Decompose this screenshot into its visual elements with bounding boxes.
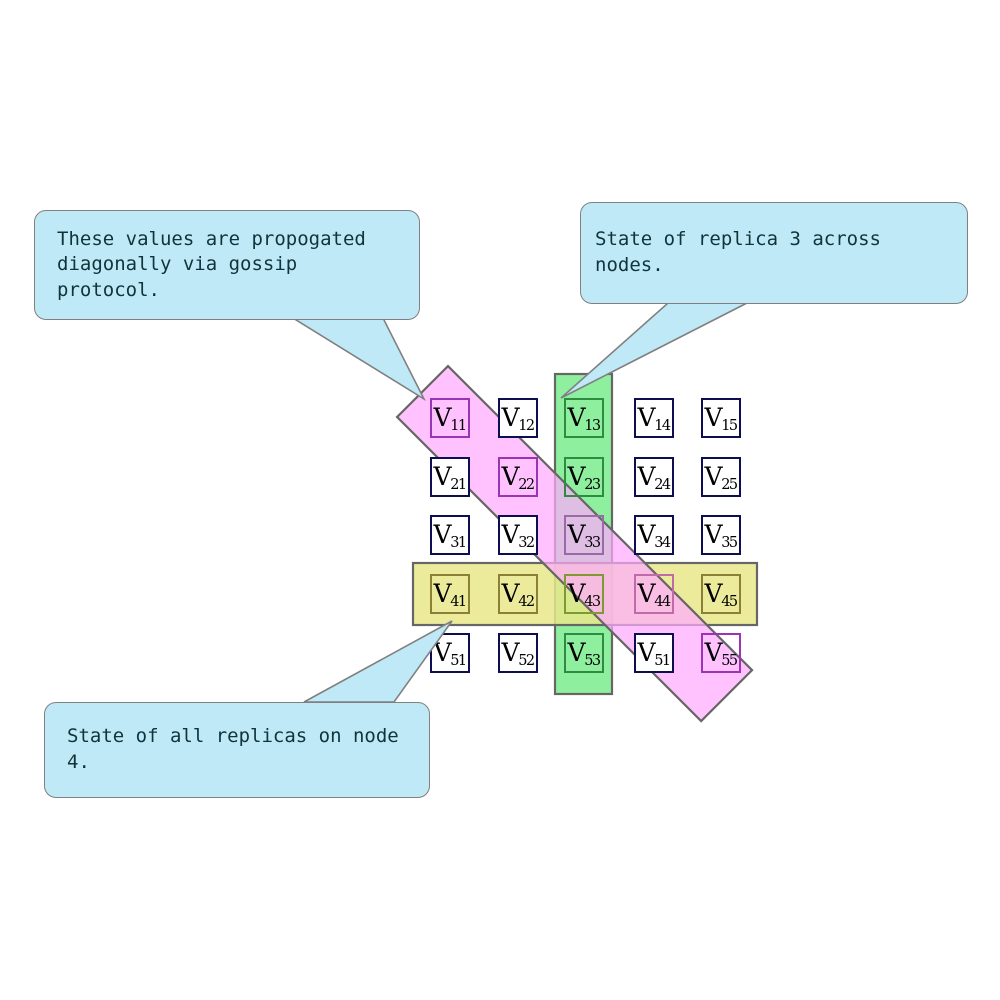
- cell-label: V44: [637, 578, 671, 611]
- cell-label: V43: [567, 578, 601, 611]
- cell-v25[interactable]: V25: [701, 457, 741, 497]
- cell-label: V32: [501, 519, 535, 552]
- cell-v45[interactable]: V45: [701, 574, 741, 614]
- cell-v21[interactable]: V21: [430, 457, 470, 497]
- cell-label: V23: [567, 461, 601, 494]
- cell-label: V14: [637, 402, 671, 435]
- cell-v41[interactable]: V41: [430, 574, 470, 614]
- callout-text: State of replica 3 across nodes.: [595, 228, 881, 276]
- cell-v35[interactable]: V35: [701, 515, 741, 555]
- callout-text: These values are propogated diagonally v…: [57, 227, 366, 301]
- cell-v42[interactable]: V42: [498, 574, 538, 614]
- cell-label: V42: [501, 578, 535, 611]
- cell-label: V52: [501, 637, 535, 670]
- cell-label: V24: [637, 461, 671, 494]
- cell-label: V45: [704, 578, 738, 611]
- cell-v23[interactable]: V23: [564, 457, 604, 497]
- cell-v11[interactable]: V11: [430, 398, 470, 438]
- cell-label: V15: [704, 402, 738, 435]
- cell-v55[interactable]: V55: [701, 633, 741, 673]
- callout-node-4[interactable]: State of all replicas on node 4.: [44, 702, 430, 798]
- cell-label: V11: [433, 402, 467, 435]
- cell-v44[interactable]: V44: [634, 574, 674, 614]
- cell-label: V55: [704, 637, 738, 670]
- cell-v54[interactable]: V51: [634, 633, 674, 673]
- cell-label: V33: [567, 519, 601, 552]
- callout-gossip-propagation[interactable]: These values are propogated diagonally v…: [34, 210, 420, 320]
- cell-v31[interactable]: V31: [430, 515, 470, 555]
- cell-v12[interactable]: V12: [498, 398, 538, 438]
- cell-label: V51: [433, 637, 467, 670]
- cell-label: V12: [501, 402, 535, 435]
- cell-v14[interactable]: V14: [634, 398, 674, 438]
- cell-v53[interactable]: V53: [564, 633, 604, 673]
- callout-replica-3[interactable]: State of replica 3 across nodes.: [580, 202, 968, 304]
- cell-v13[interactable]: V13: [564, 398, 604, 438]
- cell-v52[interactable]: V52: [498, 633, 538, 673]
- cell-label: V21: [433, 461, 467, 494]
- cell-label: V22: [501, 461, 535, 494]
- cell-v34[interactable]: V34: [634, 515, 674, 555]
- cell-v51[interactable]: V51: [430, 633, 470, 673]
- cell-label: V31: [433, 519, 467, 552]
- cell-label: V53: [567, 637, 601, 670]
- cell-label: V34: [637, 519, 671, 552]
- cell-label: V13: [567, 402, 601, 435]
- cell-v32[interactable]: V32: [498, 515, 538, 555]
- cell-label: V35: [704, 519, 738, 552]
- cell-label: V51: [637, 637, 671, 670]
- cell-v33[interactable]: V33: [564, 515, 604, 555]
- cell-label: V25: [704, 461, 738, 494]
- cell-v43[interactable]: V43: [564, 574, 604, 614]
- cell-v22[interactable]: V22: [498, 457, 538, 497]
- cell-v24[interactable]: V24: [634, 457, 674, 497]
- cell-label: V41: [433, 578, 467, 611]
- cell-v15[interactable]: V15: [701, 398, 741, 438]
- callout-text: State of all replicas on node 4.: [67, 725, 399, 773]
